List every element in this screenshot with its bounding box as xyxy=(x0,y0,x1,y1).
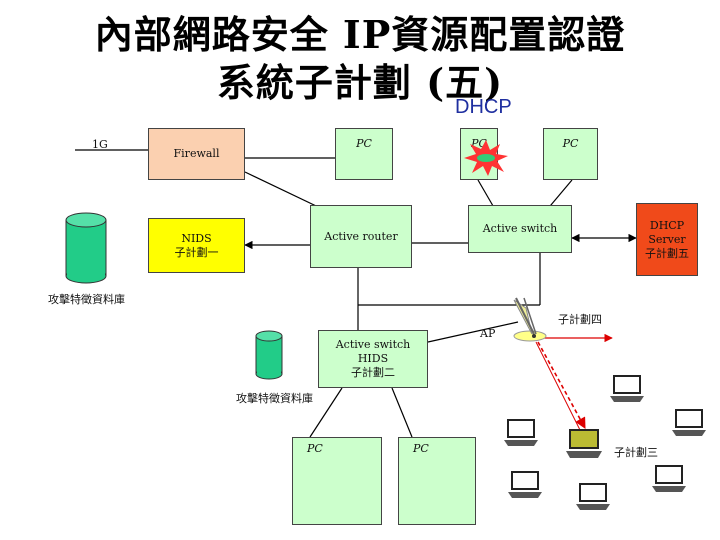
nids-label: NIDS xyxy=(181,231,212,245)
active-switch-node[interactable]: Active switch xyxy=(468,205,572,253)
pc-label: PC xyxy=(413,442,429,455)
pc-node-bottom-1[interactable]: PC xyxy=(292,437,382,525)
pc-node-top-1[interactable]: PC xyxy=(335,128,393,180)
laptop-icon xyxy=(508,471,542,498)
dhcp-server-label-2: Server xyxy=(648,232,686,246)
laptop-icon xyxy=(504,419,538,446)
pc-label: PC xyxy=(562,137,579,150)
hids-subproject-label: 子計劃二 xyxy=(351,366,395,379)
firewall-label: Firewall xyxy=(173,147,220,160)
attack-signature-db-label-2: 攻擊特徵資料庫 xyxy=(236,392,313,405)
dhcp-server-label-1: DHCP xyxy=(649,218,685,232)
access-point-icon xyxy=(513,297,547,342)
active-router-label: Active router xyxy=(324,229,398,243)
nids-subproject-label: 子計劃一 xyxy=(174,245,219,259)
attack-burst-icon xyxy=(464,140,508,176)
laptop-icon-highlighted xyxy=(566,429,602,458)
subproject-3-label: 子計劃三 xyxy=(614,446,658,459)
laptop-icon xyxy=(610,375,644,402)
subproject-4-label: 子計劃四 xyxy=(558,313,602,326)
ap-label: AP xyxy=(480,327,496,340)
dhcp-heading: DHCP xyxy=(455,96,512,118)
link-1g-label: 1G xyxy=(92,138,108,151)
firewall-node[interactable]: Firewall xyxy=(148,128,245,180)
hids-label: HIDS xyxy=(357,352,389,365)
active-switch-label: Active switch xyxy=(482,222,558,235)
page-title-line-2: 系統子計劃 (五) xyxy=(216,60,504,105)
dhcp-server-node[interactable]: DHCP Server 子計劃五 xyxy=(636,203,698,276)
laptop-icon xyxy=(672,409,706,436)
page-title-line-1: 內部網路安全 IP資源配置認證 xyxy=(94,12,626,57)
active-router-node[interactable]: Active router xyxy=(310,205,412,268)
hids-switch-label: Active switch xyxy=(335,338,411,351)
nids-node[interactable]: NIDS 子計劃一 xyxy=(148,218,245,273)
laptop-icon xyxy=(652,465,686,492)
database-icon xyxy=(255,330,283,380)
laptop-icon xyxy=(576,483,610,510)
pc-node-top-3[interactable]: PC xyxy=(543,128,598,180)
pc-label: PC xyxy=(307,442,323,455)
attack-signature-db-label-1: 攻擊特徵資料庫 xyxy=(48,293,125,306)
database-icon xyxy=(65,212,107,284)
pc-label: PC xyxy=(356,137,372,150)
pc-node-bottom-2[interactable]: PC xyxy=(398,437,476,525)
dhcp-server-label-3: 子計劃五 xyxy=(645,246,689,260)
active-switch-hids-node[interactable]: Active switch HIDS 子計劃二 xyxy=(318,330,428,388)
